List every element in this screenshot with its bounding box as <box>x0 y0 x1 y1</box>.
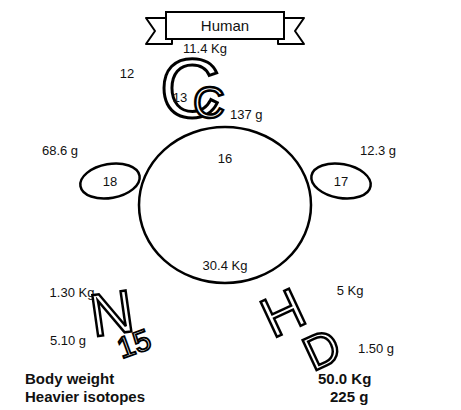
total-label: Body weight <box>25 371 114 386</box>
total-value: 50.0 Kg <box>318 371 371 386</box>
mass-value: 5.10 g <box>50 334 86 347</box>
element-letter: C <box>193 81 225 125</box>
ellipse-shape <box>309 159 374 203</box>
right-arm-ellipse: 17 <box>309 162 373 200</box>
total-value: 225 g <box>330 389 368 404</box>
mass-value: 137 g <box>230 108 263 121</box>
banner-box: Human <box>165 11 285 40</box>
body-ellipse: 16 30.4 Kg <box>137 125 313 285</box>
isotope-number: 17 <box>334 175 348 188</box>
mass-value: 68.6 g <box>42 144 78 157</box>
mass-value: 12.3 g <box>360 144 396 157</box>
mass-value: 30.4 Kg <box>203 259 248 272</box>
mass-value: 5 Kg <box>337 284 364 297</box>
isotope-number: 13 <box>173 91 187 104</box>
isotope-number: 18 <box>103 175 117 188</box>
isotope-number: 15 <box>113 324 155 364</box>
total-label: Heavier isotopes <box>25 389 145 404</box>
isotope-number: 16 <box>218 152 232 165</box>
ellipse-shape <box>139 127 311 283</box>
ellipse-shape <box>78 159 143 203</box>
mass-value: 1.50 g <box>358 342 394 355</box>
title-text: Human <box>201 18 249 33</box>
isotope-number: 12 <box>120 67 134 80</box>
left-arm-ellipse: 18 <box>78 162 142 200</box>
